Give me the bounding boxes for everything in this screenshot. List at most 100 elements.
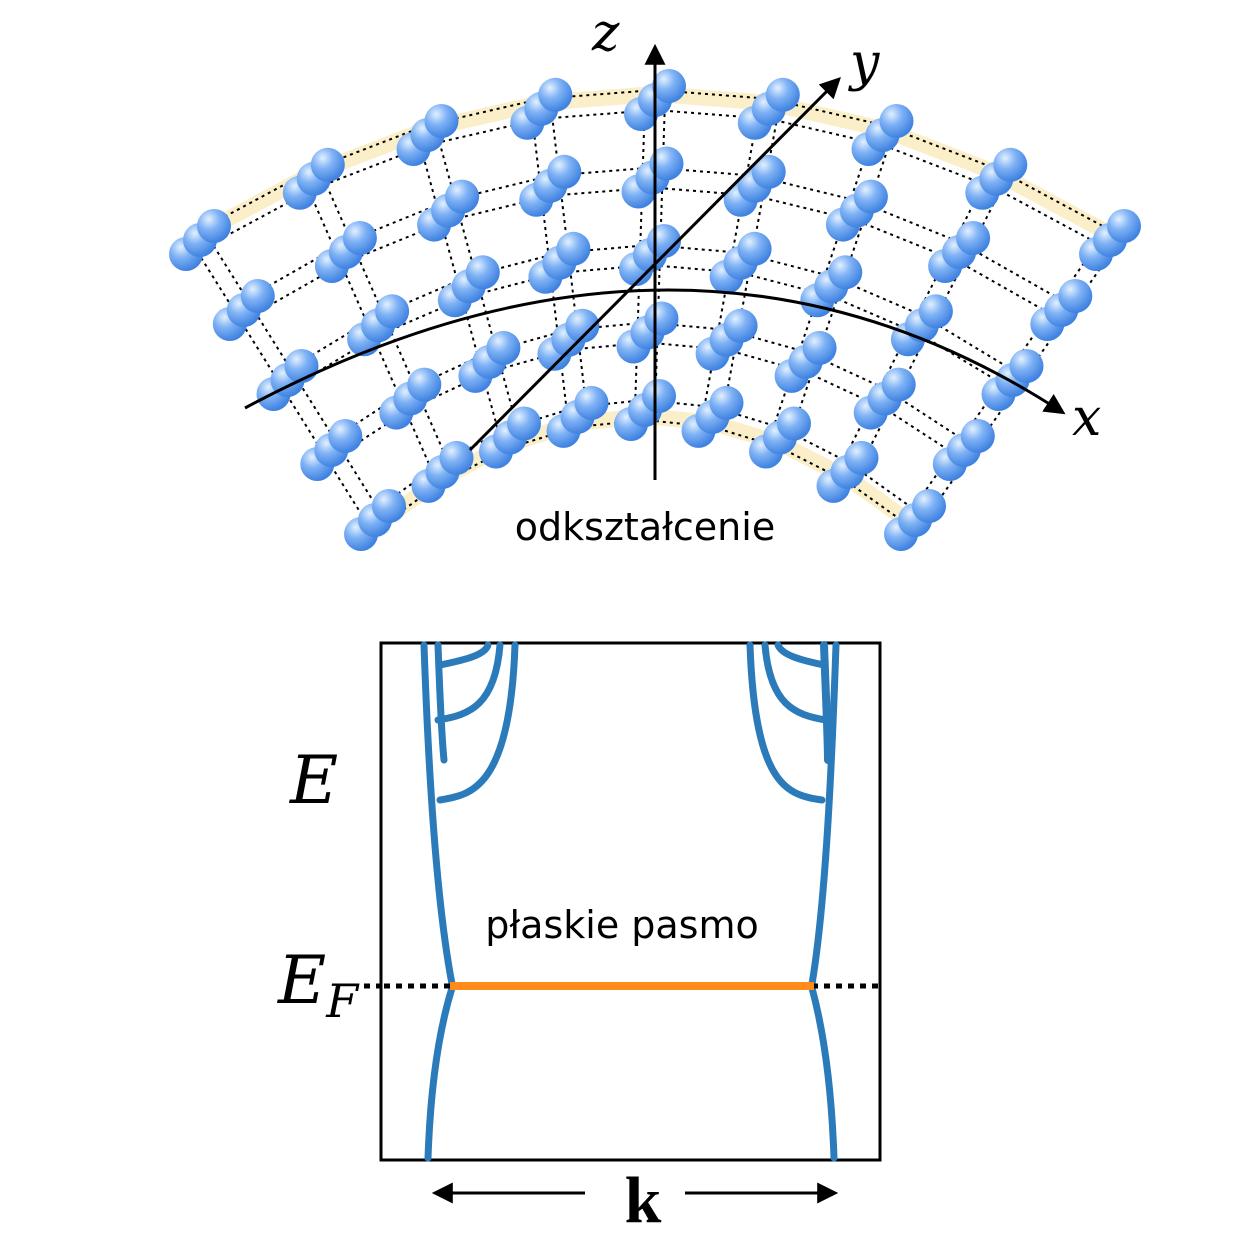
atom-site [396, 104, 459, 166]
atom-site [749, 406, 811, 469]
band-right-1 [746, 641, 826, 804]
atom [1009, 349, 1044, 383]
atom-site [1030, 279, 1093, 341]
atom-site [965, 147, 1028, 210]
atom-site [884, 489, 946, 551]
band-left-1 [436, 641, 519, 804]
atom [652, 69, 686, 103]
atom-site [169, 209, 231, 271]
atom [556, 231, 591, 266]
atom-site [816, 440, 879, 503]
atom [375, 294, 410, 329]
band-right-lower [808, 984, 838, 1162]
atom [445, 179, 480, 214]
atom [407, 367, 442, 402]
fermi-energy-label: EF [277, 942, 360, 1028]
energy-bands [420, 641, 840, 1162]
atom-site [256, 349, 319, 411]
atom-site [344, 489, 406, 551]
column-bond [189, 239, 366, 521]
atom-site [774, 330, 837, 393]
atom-site [853, 367, 916, 430]
z-axis-label: z [591, 3, 620, 63]
atom-site [800, 255, 863, 318]
band-left-3 [436, 641, 492, 669]
x-axis-label: x [1072, 388, 1101, 448]
column-bond [789, 134, 894, 438]
atom-site [379, 367, 442, 430]
column-bond [302, 178, 434, 473]
column-bond [322, 178, 454, 473]
atom [960, 419, 995, 453]
band-right-3 [774, 641, 828, 669]
atom-site [851, 104, 914, 166]
atom [1058, 279, 1093, 313]
atom [802, 330, 837, 365]
atom-site [709, 231, 772, 294]
strain-caption: odkształcenie [515, 505, 775, 549]
atom-site [981, 349, 1044, 411]
y-axis [468, 77, 841, 452]
atom [1107, 209, 1141, 243]
atom-site [546, 385, 609, 448]
atom [723, 308, 758, 343]
atom-site [282, 147, 345, 210]
row-bond [199, 88, 1111, 231]
atom [751, 154, 786, 189]
atom [879, 104, 914, 138]
lattice-axes [244, 43, 1066, 480]
atom-site [437, 255, 500, 318]
atom [644, 301, 679, 336]
band-plot-frame [379, 641, 882, 1162]
column-bond [209, 239, 386, 521]
fermi-energy-subscript: F [325, 974, 360, 1028]
atom [465, 255, 500, 290]
atom-site [616, 301, 679, 364]
atom [547, 154, 582, 189]
strained-lattice [169, 69, 1141, 551]
atom [642, 379, 676, 413]
atom [538, 77, 573, 112]
atom [649, 146, 684, 181]
flat-band-label: płaskie pasmo [485, 903, 759, 947]
band-left-2 [434, 641, 504, 724]
atom-site [411, 440, 474, 503]
atom-site [614, 379, 676, 441]
atom [240, 279, 275, 313]
row-bond [330, 341, 965, 461]
atom [844, 440, 879, 475]
atom-site [510, 77, 573, 140]
band-right-2 [761, 641, 830, 724]
atom-site [479, 406, 541, 469]
atom [197, 209, 231, 243]
atom-site [723, 154, 786, 217]
energy-axis-label: E [289, 742, 338, 819]
row-bond [286, 263, 1014, 391]
atom [372, 489, 406, 523]
atom [310, 147, 345, 182]
atom-site [737, 77, 800, 140]
atom [881, 367, 916, 402]
band-left-upper-outer [420, 641, 456, 988]
y-axis-label: y [848, 33, 880, 93]
atom-site [417, 179, 480, 242]
atom [439, 440, 474, 475]
atom [342, 221, 377, 255]
k-label: k [625, 1164, 662, 1237]
atom [777, 406, 811, 441]
atom [737, 231, 772, 266]
atom [565, 308, 600, 343]
atom-site [537, 308, 600, 371]
atom [853, 179, 888, 214]
atom [993, 147, 1028, 182]
atom-site [619, 224, 681, 286]
atom [284, 349, 319, 383]
atom [956, 221, 991, 255]
atom [765, 77, 800, 112]
x-axis [244, 288, 1066, 415]
atom [328, 419, 363, 453]
atom-site [825, 179, 888, 242]
row-bond [330, 321, 965, 441]
fermi-energy-symbol: E [277, 942, 326, 1019]
atom-site [300, 419, 363, 481]
